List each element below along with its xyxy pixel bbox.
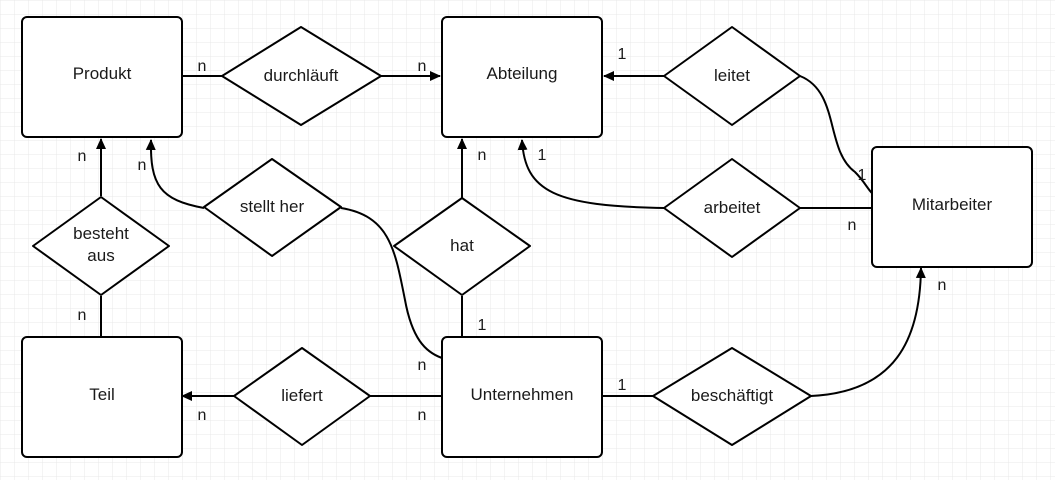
entity-produkt-label: Produkt <box>73 64 132 83</box>
relationship-durchlaeuft[interactable]: durchläuft <box>221 26 382 126</box>
cardinality-liefert-teil: n <box>198 407 207 424</box>
cardinality-stellt-her-produkt: n <box>138 157 147 174</box>
entity-unternehmen[interactable]: Unternehmen <box>441 336 603 458</box>
relationship-durchlaeuft-label: durchläuft <box>264 66 339 85</box>
cardinality-arbeitet-abteilung: 1 <box>538 147 547 164</box>
cardinality-beschaeftigt-mitarbeiter: n <box>938 277 947 294</box>
connector-leitet-mitarbeiter <box>799 75 874 195</box>
cardinality-stellt-her-unternehmen: n <box>418 357 427 374</box>
cardinality-besteht-aus-teil: n <box>78 307 87 324</box>
relationship-besteht-aus-label-line1: besteht <box>73 224 129 243</box>
relationship-stellt-her-label: stellt her <box>240 197 305 216</box>
relationship-beschaeftigt-label: beschäftigt <box>691 386 773 405</box>
cardinality-durchlaeuft-abteilung: n <box>418 58 427 75</box>
connector-beschaeftigt-mitarbeiter <box>810 267 926 397</box>
cardinality-produkt-durchlaeuft: n <box>198 58 207 75</box>
cardinality-leitet-mitarbeiter: 1 <box>858 167 867 184</box>
cardinality-beschaeftigt-unternehmen: 1 <box>618 377 627 394</box>
cardinality-besteht-aus-produkt: n <box>78 148 87 165</box>
entity-mitarbeiter-label: Mitarbeiter <box>912 195 993 214</box>
cardinality-hat-unternehmen: 1 <box>478 317 487 334</box>
relationship-leitet-label: leitet <box>714 66 750 85</box>
entity-unternehmen-label: Unternehmen <box>470 385 573 404</box>
cardinalities: n n 1 1 1 n n n n 1 n n n n 1 n <box>78 46 947 424</box>
relationship-leitet[interactable]: leitet <box>663 26 801 126</box>
relationship-beschaeftigt[interactable]: beschäftigt <box>652 347 812 446</box>
relationship-hat[interactable]: hat <box>393 197 531 296</box>
connector-stellt-her-produkt <box>145 139 205 209</box>
relationship-hat-label: hat <box>450 236 474 255</box>
connectors <box>96 71 926 401</box>
relationship-liefert[interactable]: liefert <box>233 347 371 446</box>
connector-stellt-her-unternehmen <box>340 207 443 359</box>
entity-abteilung[interactable]: Abteilung <box>441 16 603 138</box>
entity-teil-label: Teil <box>89 385 115 404</box>
relationship-besteht-aus[interactable]: besteht aus <box>32 196 170 296</box>
relationship-arbeitet-label: arbeitet <box>704 198 761 217</box>
relationship-stellt-her[interactable]: stellt her <box>203 158 342 257</box>
connector-arbeitet-abteilung <box>517 139 665 209</box>
relationship-besteht-aus-label-line2: aus <box>87 246 114 265</box>
entity-produkt[interactable]: Produkt <box>21 16 183 138</box>
relationship-arbeitet[interactable]: arbeitet <box>663 158 801 258</box>
cardinality-liefert-unternehmen: n <box>418 407 427 424</box>
cardinality-arbeitet-mitarbeiter: n <box>848 217 857 234</box>
entity-teil[interactable]: Teil <box>21 336 183 458</box>
cardinality-hat-abteilung: n <box>478 147 487 164</box>
cardinality-leitet-abteilung: 1 <box>618 46 627 63</box>
entity-mitarbeiter[interactable]: Mitarbeiter <box>871 146 1033 268</box>
relationship-liefert-label: liefert <box>281 386 323 405</box>
entity-abteilung-label: Abteilung <box>487 64 558 83</box>
